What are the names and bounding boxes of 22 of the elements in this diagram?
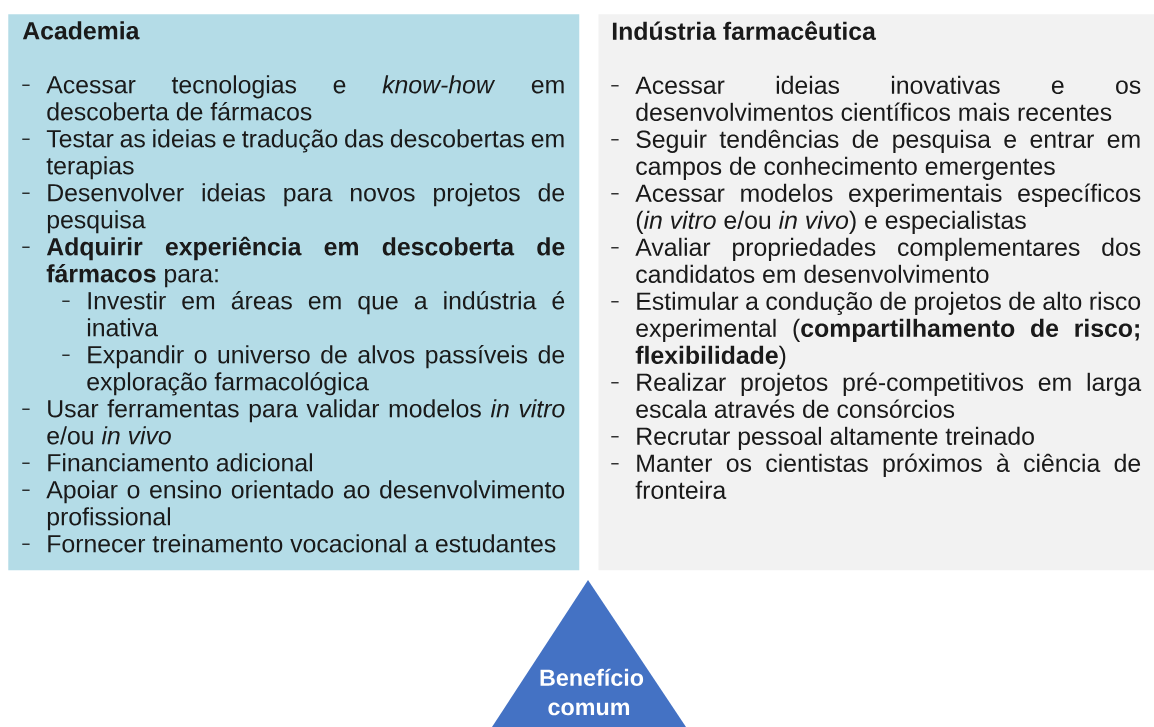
list-item: Manter os cientistas próximos à ciência de fronteira [635,453,1141,499]
text-panel [598,14,1154,571]
list-item: Usar ferramentas para validar modelos in vitro e/ou in vivo [47,399,565,445]
list-item: Recrutar pessoal altamente treinado [637,426,1034,450]
list-item: Testar as ideias e tradução das descobertas em terapias [46,129,564,180]
list-item: Acessar tecnologias e know-how em descoberta de fármacos [46,75,564,121]
list-item: Fornecer treinamento vocacional a estudantes [48,534,556,553]
list-item: Seguir tendências de pesquisa e entrar em campos de conhecimento emergentes [636,129,1140,180]
list-item: Adquirir experiência em descoberta de fármacos para: [46,236,565,288]
list-item: Acessar modelos experimentais específicos (in vitro e/ou in vivo) e especialistas [635,183,1141,234]
panel-heading: Academia [22,21,140,40]
panel-heading: Indústria farmacêutica [612,21,876,41]
list-item: Desenvolver ideias para novos projetos de pesquisa [47,183,565,234]
list-item: Estimular a condução de projetos de alto risco experimental (compartilhamento de risco; flexibilidade) [635,291,1141,369]
list-item: Avaliar propriedades complementares dos candidatos em desenvolvimento [635,237,1141,284]
list-item: Investir em áreas em que a indústria é inativa [87,290,565,337]
list-item: Apoiar o ensino orientado ao desenvolvimento profissional [46,480,565,531]
triangle: Benefício comum [492,580,686,727]
text-panel [8,14,580,571]
list-item: Acessar ideias inovativas e os desenvolvimentos científicos mais recentes [635,75,1141,122]
list-item: Financiamento adicional [48,453,312,472]
list-item: Realizar projetos pré-competitivos em larga escala através de consórcios [636,372,1142,418]
